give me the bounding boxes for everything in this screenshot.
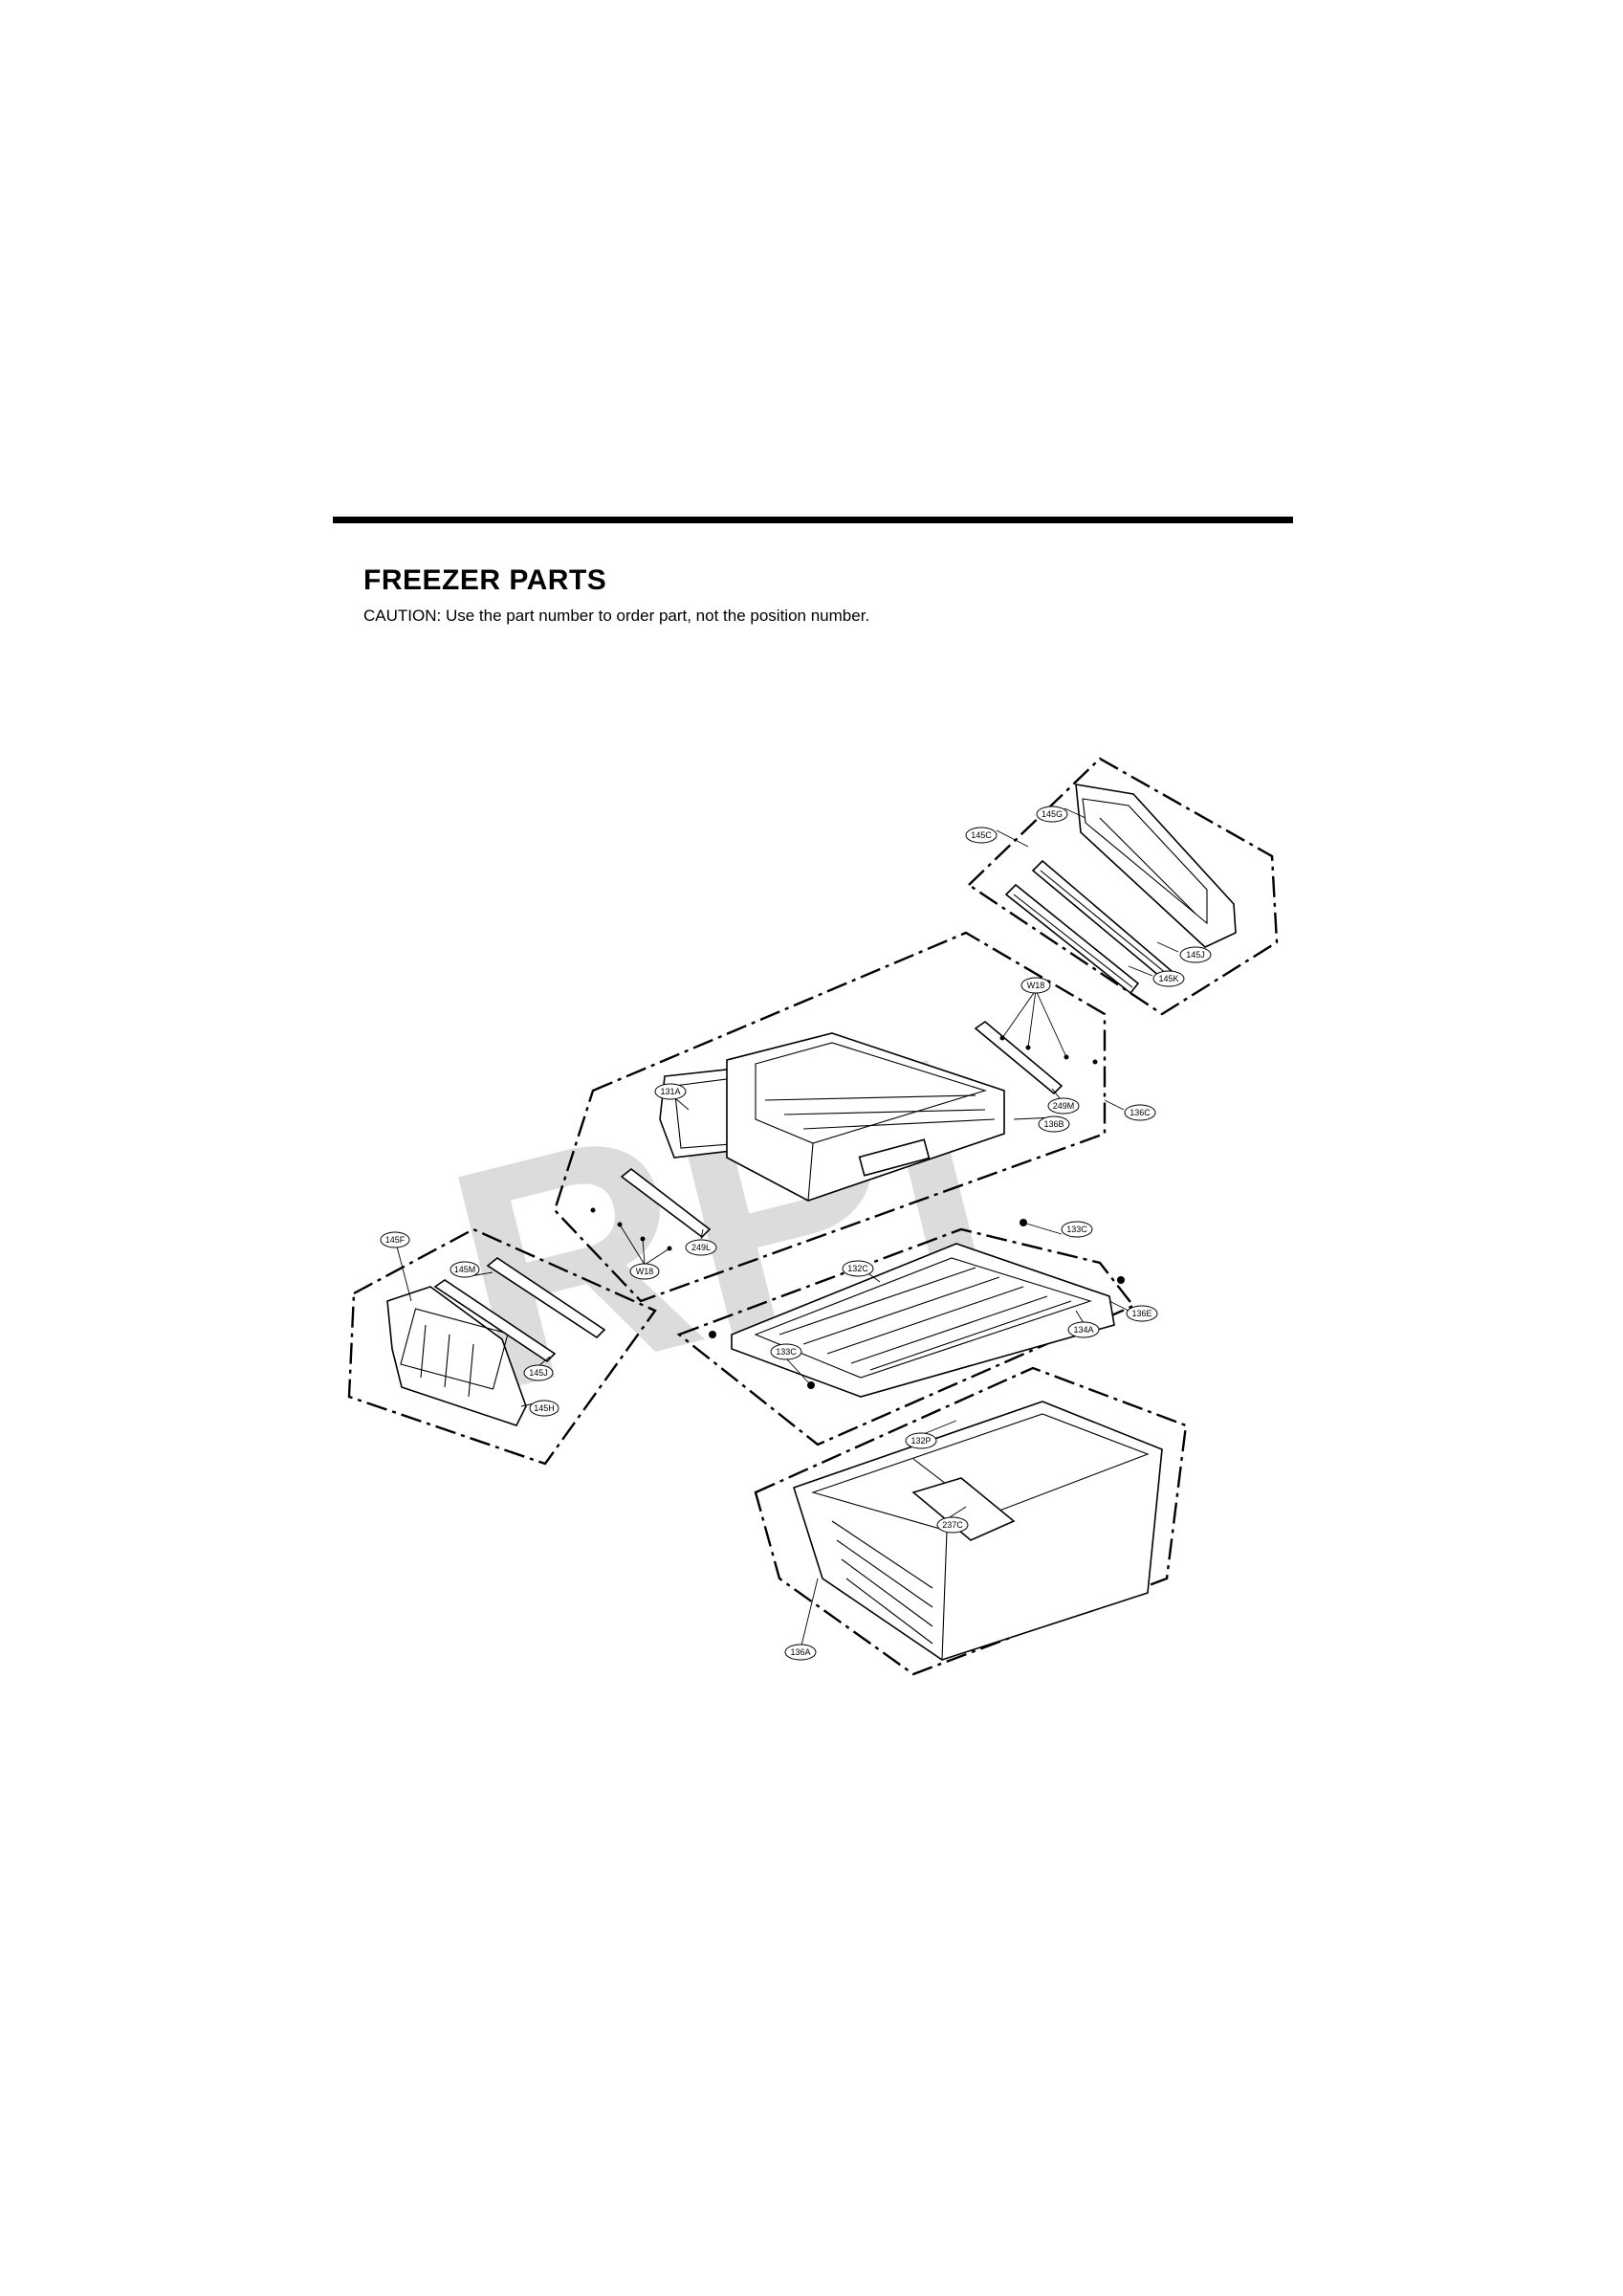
svg-text:133C: 133C [1066, 1225, 1087, 1234]
svg-text:145F: 145F [385, 1235, 406, 1245]
page-title: FREEZER PARTS [363, 564, 607, 596]
callout-136a: 136A [784, 1644, 817, 1661]
svg-text:131A: 131A [660, 1087, 680, 1096]
svg-text:145J: 145J [1186, 950, 1205, 960]
callout-w18-bottom: W18 [629, 1263, 660, 1280]
callout-145m: 145M [450, 1261, 480, 1278]
callout-136c: 136C [1124, 1104, 1156, 1121]
svg-text:145M: 145M [454, 1265, 476, 1274]
svg-text:249L: 249L [691, 1243, 711, 1252]
callout-145f: 145F [380, 1231, 410, 1248]
callout-136e: 136E [1126, 1305, 1158, 1322]
svg-text:136C: 136C [1130, 1108, 1151, 1117]
svg-text:136B: 136B [1043, 1119, 1064, 1129]
callout-132c: 132C [842, 1260, 874, 1277]
group-145c [967, 757, 1279, 1016]
callout-145c: 145C [965, 827, 998, 844]
callout-w18-top: W18 [1020, 977, 1051, 994]
svg-text:132C: 132C [847, 1264, 868, 1273]
svg-text:136E: 136E [1131, 1309, 1151, 1318]
callout-136b: 136B [1038, 1115, 1070, 1133]
header-rule [333, 517, 1293, 523]
callout-145j-left: 145J [523, 1364, 554, 1381]
svg-text:145C: 145C [971, 830, 992, 840]
svg-text:145J: 145J [529, 1368, 548, 1378]
callout-133c-left: 133C [770, 1343, 802, 1360]
callout-131a: 131A [654, 1083, 687, 1100]
group-136e [676, 1219, 1135, 1446]
callout-249l: 249L [685, 1239, 717, 1256]
caution-note: CAUTION: Use the part number to order pa… [363, 607, 870, 625]
callout-134a: 134A [1067, 1321, 1100, 1338]
svg-text:145K: 145K [1158, 974, 1178, 983]
svg-text:145G: 145G [1042, 809, 1063, 819]
svg-text:133C: 133C [776, 1347, 797, 1357]
svg-text:237C: 237C [942, 1520, 963, 1530]
group-136a [754, 1366, 1188, 1676]
callout-145h: 145H [529, 1400, 559, 1417]
leader-lines [396, 807, 1179, 1646]
callout-145k: 145K [1152, 970, 1185, 987]
callout-249m: 249M [1047, 1097, 1080, 1115]
svg-text:132P: 132P [910, 1436, 931, 1446]
svg-text:W18: W18 [1027, 981, 1045, 990]
svg-text:136A: 136A [790, 1647, 810, 1657]
callout-133c-right: 133C [1061, 1221, 1093, 1238]
svg-text:249M: 249M [1053, 1101, 1075, 1111]
callout-237c: 237C [936, 1516, 969, 1534]
svg-text:134A: 134A [1073, 1325, 1093, 1335]
callout-132p: 132P [905, 1432, 937, 1449]
callout-145j-top: 145J [1179, 946, 1212, 963]
group-145f [347, 1227, 657, 1466]
callout-145g: 145G [1036, 806, 1068, 823]
svg-text:W18: W18 [636, 1267, 654, 1276]
svg-text:145H: 145H [534, 1403, 555, 1413]
